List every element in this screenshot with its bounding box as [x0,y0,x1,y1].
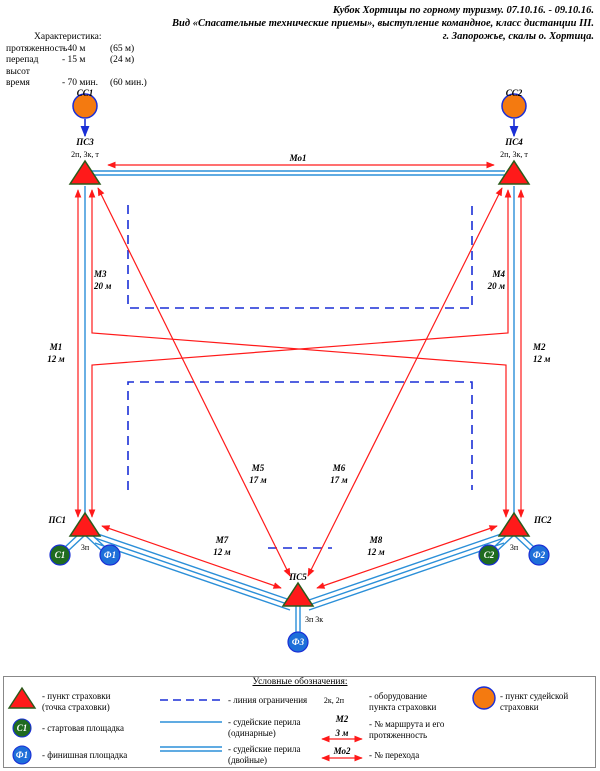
ps1-label: ПС1 [47,515,66,525]
char-row-time: время - 70 мин. (60 мин.) [6,78,147,88]
m5-label: М5 [251,463,265,473]
legend-judge-text: - пункт судейской страховки [500,691,569,712]
route-m7 [101,525,282,589]
judge-rails [63,170,536,632]
legend-belay-text: - пункт страховки (точка страховки) [42,691,111,712]
boundary-upper [127,205,473,309]
ps2-label: ПС2 [533,515,552,525]
belay-points [68,159,531,607]
finish-f2: Ф2 [528,544,550,566]
finish-f1: Ф1 [99,544,121,566]
ps5-label: ПС5 [288,572,307,582]
header-title: Кубок Хортицы по горному туризму. 07.10.… [332,5,594,16]
characteristics: Характеристика: протяженность - 40 м (65… [6,32,147,90]
ps3-triangle [68,159,102,185]
m8-label: М8 [369,535,383,545]
svg-text:Ф2: Ф2 [533,550,546,560]
m4-label: М4 [491,269,505,279]
legend-rail-single-text: - судейские перила (одинарные) [228,717,301,738]
m6-length: 17 м [330,475,347,485]
legend-finish-text: - финишная площадка [42,750,128,760]
legend [3,676,596,768]
svg-text:С1: С1 [55,550,66,560]
legend-start-text: - стартовая площадка [42,723,125,733]
mo1-label: Мо1 [289,153,307,163]
m7-length: 12 м [213,547,230,557]
start-c2: С2 [478,544,500,566]
svg-text:Ф3: Ф3 [292,637,305,647]
ps4-label: ПС4 [504,137,523,147]
ps1-triangle [68,511,102,537]
m2-length: 12 м [533,354,550,364]
route-m5 [97,187,291,577]
ps3-label: ПС3 [75,137,94,147]
ps5-equipment: 3п 3к [305,615,323,624]
ps4-triangle [497,159,531,185]
route-m6 [307,187,503,577]
m3-length: 20 м [93,281,111,291]
judge-belay-ss1: СС1 [72,88,98,138]
legend-title: Условные обозначения: [252,677,348,687]
ps2-triangle [497,511,531,537]
char-row-height: перепад высот - 15 м (24 м) [6,55,135,77]
char-row-length: протяженность - 40 м (65 м) [6,43,135,54]
legend-transition-text: - № перехода [369,750,420,760]
finish-f3: Ф3 [287,631,309,653]
route-m8 [316,525,498,589]
route-m3 [88,189,510,518]
svg-text:Ф1: Ф1 [104,550,116,560]
m4-length: 20 м [487,281,505,291]
m7-label: М7 [215,535,229,545]
routes [74,161,525,589]
legend-rail-double-text: - судейские перила (двойные) [228,744,301,765]
svg-text:С2: С2 [484,550,495,560]
legend-equip-text: - оборудование пункта страховки [369,691,437,712]
legend-boundary-text: - линия ограничения [228,695,308,705]
ss2-label: СС2 [506,88,523,98]
ps1-equipment: 3п [81,543,90,552]
start-c1: С1 [49,544,71,566]
m2-label: М2 [532,342,546,352]
m6-label: М6 [332,463,346,473]
header-subtitle: Вид «Спасательные технические приемы», в… [172,18,594,29]
header-location: г. Запорожье, скалы о. Хортица. [442,31,594,42]
ps4-equipment: 2п, 3к, т [500,150,528,159]
m1-length: 12 м [47,354,64,364]
m5-length: 17 м [249,475,266,485]
judge-belay-ss2: СС2 [501,88,527,138]
ss1-label: СС1 [77,88,94,98]
header: Кубок Хортицы по горному туризму. 07.10.… [172,4,594,43]
ps3-equipment: 2п, 3к, т [71,150,99,159]
boundary-lines [127,205,473,549]
characteristics-title: Характеристика: [34,32,102,42]
m3-label: М3 [93,269,107,279]
route-m4 [88,189,512,518]
m8-length: 12 м [367,547,384,557]
m1-label: М1 [49,342,63,352]
ps2-equipment: 3п [510,543,519,552]
ps5-triangle [281,581,315,607]
legend-route-text: - № маршрута и его протяженность [369,719,445,740]
boundary-lower [127,381,473,490]
